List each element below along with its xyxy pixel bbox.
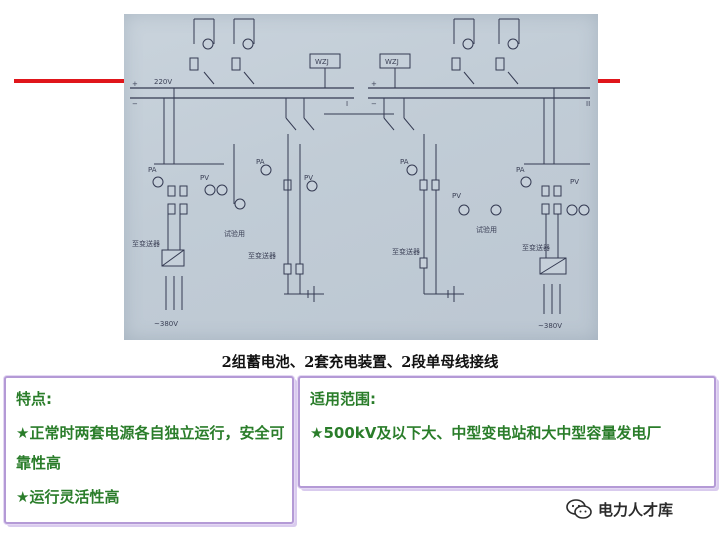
bus-sign-minus-left: − [132, 100, 138, 108]
meter-label-pv-3: PV [452, 192, 461, 200]
bus-sign-minus-right: − [371, 100, 377, 108]
bus-number-i: I [346, 100, 348, 108]
battery-right: 试验用 [406, 134, 502, 302]
features-item-1: ★正常时两套电源各自独立运行，安全可靠性高 [16, 424, 285, 472]
meter-label-pa-3: PA [400, 158, 409, 166]
lamp-group-right [451, 18, 520, 85]
meter-label-pa-2: PA [256, 158, 265, 166]
feeder-label-right-2: 至变送器 [522, 243, 550, 252]
meter-label-pv-1: PV [200, 174, 209, 182]
scope-box: 适用范围: ★500kV及以下大、中型变电站和大中型容量发电厂 [298, 376, 716, 488]
features-box: 特点: ★正常时两套电源各自独立运行，安全可靠性高 ★运行灵活性高 [4, 376, 294, 524]
test-label-right: 试验用 [476, 225, 497, 234]
ac-label-left: ~380V [154, 320, 178, 328]
feeder-label-left-2: 至变送器 [248, 251, 276, 260]
battery-left: 试验用 [224, 134, 324, 302]
features-title: 特点: [16, 390, 52, 408]
features-item-2: ★运行灵活性高 [16, 488, 120, 506]
meter-label-pv-4: PV [570, 178, 579, 186]
meter-label-pa-1: PA [148, 166, 157, 174]
charger-left [152, 88, 228, 310]
meter-label-pa-4: PA [516, 166, 525, 174]
wzj-label-left: WZJ [315, 58, 329, 66]
charger-right [520, 88, 590, 314]
watermark: 电力人才库 [566, 498, 673, 520]
feeder-label-left-1: 至变送器 [132, 239, 160, 248]
bus-tie-switches [285, 98, 415, 131]
bus-sign-plus-right: + [371, 80, 377, 88]
bus-sign-plus-left: + [132, 80, 138, 88]
scope-title: 适用范围: [310, 390, 376, 408]
diagram-caption: 2组蓄电池、2套充电装置、2段单母线接线 [221, 354, 499, 371]
feeder-label-right-1: 至变送器 [392, 247, 420, 256]
ac-label-right: ~380V [538, 322, 562, 330]
diagram-photo: WZJ WZJ 220V + − + − I II [124, 14, 598, 340]
red-rule-left [14, 79, 126, 83]
test-label-left: 试验用 [224, 229, 245, 238]
bus-number-ii: II [586, 100, 590, 108]
scope-item-1: ★500kV及以下大、中型变电站和大中型容量发电厂 [310, 424, 662, 442]
lamp-group-left [189, 18, 255, 85]
voltage-label: 220V [154, 78, 172, 86]
wzj-label-right: WZJ [385, 58, 399, 66]
wechat-icon [566, 499, 592, 519]
watermark-text: 电力人才库 [598, 500, 674, 519]
meter-label-pv-2: PV [304, 174, 313, 182]
wiring-diagram: WZJ WZJ 220V + − + − I II [130, 18, 590, 330]
